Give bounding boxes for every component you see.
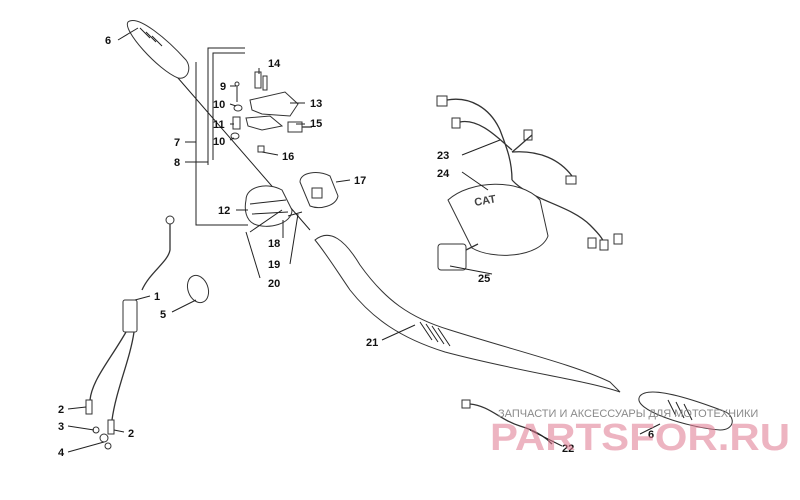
callout-labels: 6 14 9 13 10 11 15 7 10 16 8 17 12 18 19… <box>58 35 654 459</box>
heated-grip-pad: CAT <box>447 183 549 256</box>
right-grip <box>638 391 733 431</box>
watermark-caption: ЗАПЧАСТИ И АКСЕССУАРЫ ДЛЯ МОТОТЕХНИКИ <box>498 408 758 420</box>
retaining-ring <box>186 274 210 304</box>
callout-10-upper: 10 <box>213 99 225 111</box>
callout-7: 7 <box>174 137 180 149</box>
callout-5: 5 <box>160 309 166 321</box>
watermark: ЗАПЧАСТИ И АКСЕССУАРЫ ДЛЯ МОТОТЕХНИКИ PA… <box>490 408 790 459</box>
callout-13: 13 <box>310 98 322 110</box>
callout-8: 8 <box>174 157 180 169</box>
callout-11: 11 <box>213 119 225 131</box>
callout-19: 19 <box>268 259 280 271</box>
callout-22: 22 <box>562 443 574 455</box>
callout-20: 20 <box>268 278 280 290</box>
assembly-bracket <box>185 47 248 226</box>
callout-2-left: 2 <box>58 404 64 416</box>
callout-12: 12 <box>218 205 230 217</box>
switch-housings <box>244 172 339 233</box>
handlebar <box>314 234 621 393</box>
callout-23: 23 <box>437 150 449 162</box>
callout-10-lower: 10 <box>213 136 225 148</box>
callout-16: 16 <box>282 151 294 163</box>
callout-21: 21 <box>366 337 378 349</box>
small-harness <box>461 399 553 445</box>
callout-18: 18 <box>268 238 280 250</box>
throttle-cable <box>85 215 175 450</box>
callout-15: 15 <box>310 118 322 130</box>
callout-24: 24 <box>437 168 450 180</box>
wiring-harness <box>436 95 623 251</box>
callout-1: 1 <box>154 291 160 303</box>
callout-17: 17 <box>354 175 366 187</box>
callout-2-right: 2 <box>128 428 134 440</box>
watermark-brand: PARTSFOR.RU <box>490 417 790 459</box>
callout-4: 4 <box>58 447 65 459</box>
callout-6-right-grip: 6 <box>648 429 654 441</box>
grip-connector <box>437 243 479 271</box>
leader-lines <box>67 27 661 453</box>
callout-3: 3 <box>58 421 64 433</box>
callout-9: 9 <box>220 81 226 93</box>
callout-14: 14 <box>268 58 281 70</box>
grip-logo: CAT <box>473 193 497 209</box>
throttle-lever-assembly <box>230 71 312 153</box>
callout-6-left-grip: 6 <box>105 35 111 47</box>
callout-25: 25 <box>478 273 490 285</box>
